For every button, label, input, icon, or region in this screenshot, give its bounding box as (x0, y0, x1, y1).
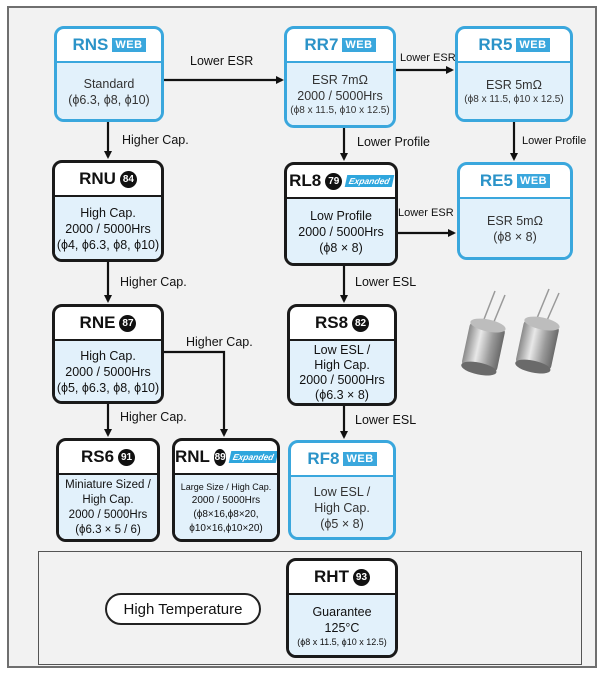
edge-label-rnu-rne: Higher Cap. (120, 275, 187, 289)
page-number-badge: 82 (352, 314, 370, 332)
rnl-line-3: (ϕ8×16,ϕ8×20, (193, 508, 259, 520)
rht-line-2: 125°C (324, 620, 360, 635)
rs8-line-2: High Cap. (314, 358, 370, 372)
expanded-badge: Expanded (229, 451, 277, 463)
edge-label-rne-rnl: Higher Cap. (186, 335, 253, 349)
rns-line-1: Standard (83, 77, 135, 91)
edge-label-rns-rr7: Lower ESR (190, 54, 254, 68)
rne-name: RNE (79, 313, 116, 332)
rs8-line-3: 2000 / 5000Hrs (299, 373, 385, 387)
rr5-line-1: ESR 5mΩ (486, 78, 542, 92)
page-number-badge: 79 (325, 172, 343, 190)
page-number-badge: 91 (118, 448, 136, 466)
edge-label-rne-rs6: Higher Cap. (120, 410, 187, 424)
rnl-line-2: 2000 / 5000Hrs (191, 494, 261, 506)
rht-line-1: Guarantee (312, 604, 372, 619)
web-badge: WEB (342, 38, 376, 52)
rs6-name: RS6 (80, 447, 115, 466)
rne-line-3: (ϕ5, ϕ6.3, ϕ8, ϕ10) (56, 381, 160, 395)
edge-label-rl8-re5: Lower ESR (398, 207, 454, 219)
rl8-name: RL8 (289, 171, 322, 190)
web-badge: WEB (516, 38, 550, 52)
rs6-line-3: 2000 / 5000Hrs (68, 509, 148, 521)
arrow-rne-rnl (164, 350, 228, 437)
rnl-name: RNL (175, 447, 210, 466)
capacitor-icon (461, 290, 506, 376)
high-temperature-pill: High Temperature (105, 593, 261, 625)
re5-name: RE5 (479, 171, 513, 190)
edge-label-rr5-re5: Lower Profile (522, 135, 587, 147)
rs8-name: RS8 (314, 313, 349, 332)
rs6-line-4: (ϕ6.3 × 5 / 6) (75, 524, 141, 536)
rht-name: RHT (314, 567, 349, 586)
web-badge: WEB (516, 174, 551, 188)
rr7-line-3: (ϕ8 x 11.5, ϕ10 x 12.5) (290, 105, 390, 116)
web-badge: WEB (112, 38, 146, 52)
re5-line-1: ESR 5mΩ (487, 214, 543, 228)
rs8-line-1: Low ESL / (313, 343, 371, 357)
re5-line-2: (ϕ8 × 8) (493, 230, 537, 244)
rnl-line-1: Large Size / High Cap. (180, 481, 272, 492)
edge-label-rl8-rs8: Lower ESL (355, 275, 417, 289)
rf8-line-3: (ϕ5 × 8) (320, 517, 364, 531)
rl8-line-1: Low Profile (310, 209, 372, 223)
page-number-badge: 87 (119, 314, 137, 332)
web-badge: WEB (343, 452, 377, 466)
rf8-line-1: Low ESL / (313, 485, 371, 499)
rht-line-3: (ϕ8 x 11.5, ϕ10 x 12.5) (297, 636, 387, 647)
rr7-line-1: ESR 7mΩ (312, 73, 368, 87)
rns-line-2: (ϕ6.3, ϕ8, ϕ10) (68, 93, 150, 107)
rns-name: RNS (72, 35, 109, 54)
rnl-line-4: ϕ10×16,ϕ10×20) (189, 522, 263, 534)
rr5-line-2: (ϕ8 x 11.5, ϕ10 x 12.5) (464, 94, 564, 105)
rl8-line-3: (ϕ8 × 8) (319, 241, 363, 255)
capacitor-icon (515, 288, 560, 374)
page-number-badge: 84 (119, 170, 137, 188)
expanded-badge: Expanded (344, 175, 395, 187)
rs6-line-1: Miniature Sized / (65, 479, 151, 491)
rr5-name: RR5 (478, 35, 513, 54)
edge-label-rr7-rr5: Lower ESR (400, 52, 456, 64)
rnu-line-1: High Cap. (80, 206, 136, 220)
rne-line-2: 2000 / 5000Hrs (65, 365, 151, 379)
page-number-badge: 93 (352, 568, 370, 586)
rnu-line-3: (ϕ4, ϕ6.3, ϕ8, ϕ10) (56, 238, 160, 252)
rs8-line-4: (ϕ6.3 × 8) (315, 388, 369, 402)
edge-label-rns-rnu: Higher Cap. (122, 133, 189, 147)
edge-label-rs8-rf8: Lower ESL (355, 413, 417, 427)
rl8-line-2: 2000 / 5000Hrs (298, 225, 384, 239)
edge-label-rr7-rl8: Lower Profile (357, 135, 430, 149)
rr7-line-2: 2000 / 5000Hrs (297, 89, 383, 103)
rr7-name: RR7 (304, 35, 339, 54)
rf8-name: RF8 (307, 449, 340, 468)
capacitor-photo (461, 288, 560, 376)
page-number-badge: 89 (213, 448, 227, 466)
rf8-line-2: High Cap. (314, 501, 370, 515)
rs6-line-2: High Cap. (82, 494, 134, 506)
rnu-line-2: 2000 / 5000Hrs (65, 222, 151, 236)
rne-line-1: High Cap. (80, 349, 136, 363)
rnu-name: RNU (79, 169, 116, 188)
